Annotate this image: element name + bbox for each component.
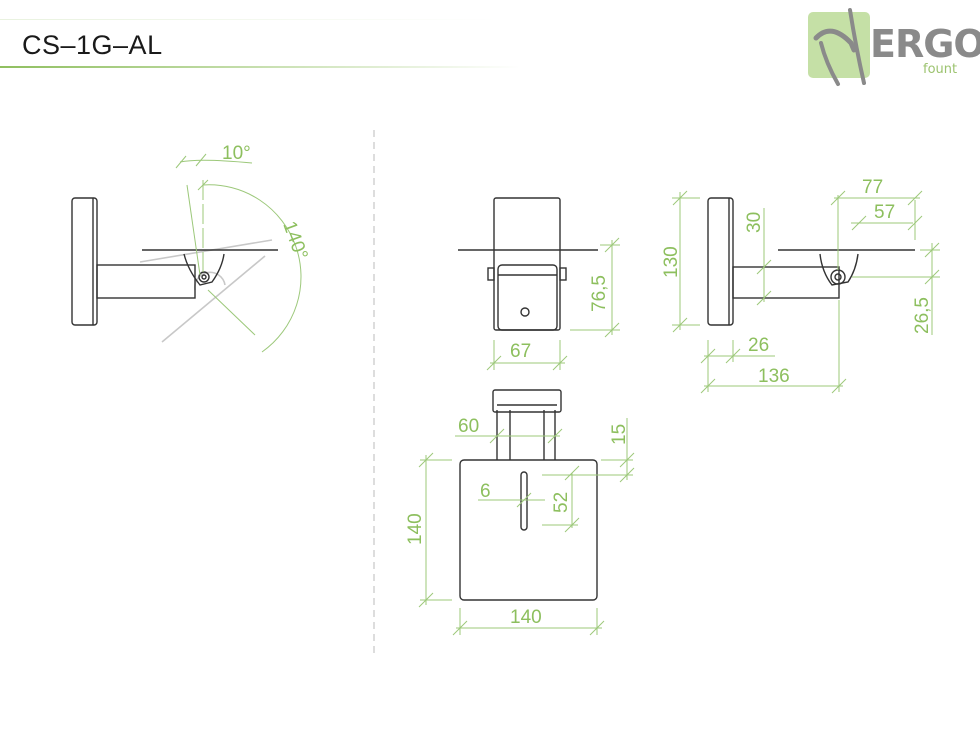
dim-slot-width: 6: [480, 481, 491, 502]
dim-arm-height: 30: [744, 212, 765, 233]
logo-mark-icon: [808, 8, 870, 86]
dim-front-width: 67: [510, 341, 531, 362]
dim-shelf-inner: 57: [874, 202, 895, 223]
dim-stem-width: 60: [458, 416, 479, 437]
tilt-view: 10° 140°: [71, 143, 311, 353]
dim-stem-gap: 15: [609, 424, 630, 445]
dim-plate-depth: 26: [748, 335, 769, 356]
title-underline: [0, 66, 520, 68]
dim-tilt-back: 10°: [222, 143, 251, 164]
dim-plate-height: 140: [405, 513, 426, 545]
logo-sub: fount: [923, 62, 958, 77]
dim-tilt-range: 140°: [278, 219, 311, 263]
dim-shelf-depth: 77: [862, 177, 883, 198]
plate-view: 60 15 6 52 140 140: [405, 389, 635, 636]
dim-side-height: 130: [661, 246, 682, 278]
ergofount-logo: ERGO fount: [806, 8, 980, 90]
side-view: 130 30 77 57 26,5 26 136: [661, 177, 940, 394]
page-title: CS–1G–AL: [22, 30, 163, 60]
front-view: 76,5 67: [458, 197, 620, 371]
dim-hinge-offset: 26,5: [912, 297, 933, 334]
dim-total-depth: 136: [758, 366, 790, 387]
dim-front-height: 76,5: [589, 275, 610, 312]
dim-slot-length: 52: [551, 492, 572, 513]
dim-plate-width: 140: [510, 607, 542, 628]
top-rule: [0, 19, 500, 20]
logo-brand: ERGO: [870, 22, 980, 66]
